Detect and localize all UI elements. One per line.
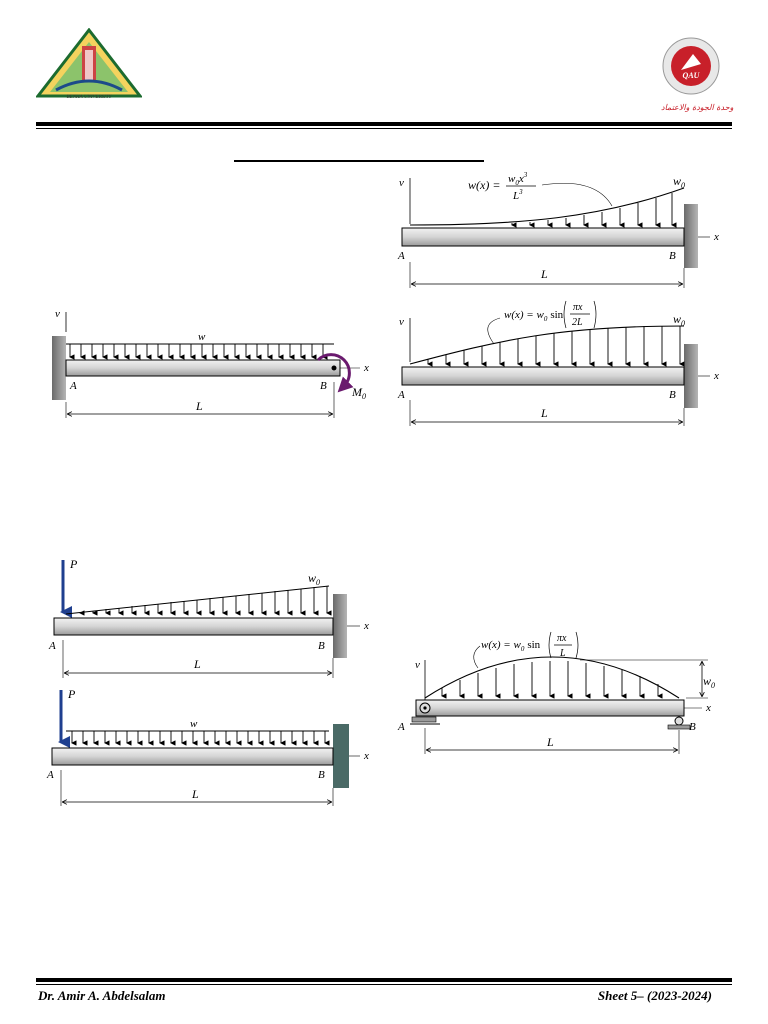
- fixed-support-wall: [52, 336, 66, 400]
- point-a-label: A: [46, 769, 54, 781]
- sine-load-arrows: [427, 326, 685, 367]
- uniform-load-arrows: [69, 344, 328, 360]
- w0-label: w0: [703, 674, 715, 690]
- point-b-label: B: [318, 769, 325, 781]
- point-load-label: P: [67, 687, 76, 701]
- load-curve: [409, 325, 685, 365]
- x-axis-label: x: [363, 362, 369, 374]
- fixed-support-wall: [333, 724, 349, 788]
- point-b-label: B: [689, 721, 696, 733]
- length-label: L: [195, 399, 203, 413]
- header-rule-thin: [36, 128, 732, 129]
- equation-leader: [541, 182, 613, 207]
- x-axis-label: x: [705, 702, 711, 714]
- fixed-support-wall: [684, 344, 698, 408]
- beam: [65, 359, 341, 377]
- length-label: L: [546, 735, 554, 749]
- equation-numerator: w0x3: [508, 171, 528, 187]
- v-axis-label: v: [55, 308, 60, 320]
- point-a-label: A: [397, 721, 405, 733]
- beam: [401, 227, 685, 247]
- pin-support: [410, 702, 440, 725]
- header-rule: [36, 122, 732, 126]
- cubic-load-arrows: [511, 193, 677, 228]
- equation-denominator: 2L: [572, 317, 583, 328]
- w-label: w: [190, 718, 198, 730]
- x-axis-label: x: [363, 750, 369, 762]
- triangular-load-arrows: [79, 586, 332, 616]
- load-curve: [65, 585, 330, 615]
- footer-author: Dr. Amir A. Abdelsalam: [38, 988, 166, 1003]
- fixed-support-wall: [684, 204, 698, 268]
- point-a-label: A: [397, 389, 405, 401]
- sine-load-arrows: [441, 661, 663, 699]
- beam: [51, 747, 334, 766]
- qau-arabic-text: وحدة الجودة والاعتماد: [661, 103, 734, 112]
- v-axis-label: v: [415, 659, 420, 671]
- load-curve: [424, 656, 680, 699]
- w0-label: w0: [673, 312, 685, 328]
- x-axis-label: x: [713, 370, 719, 382]
- moment-label: M0: [351, 385, 366, 401]
- x-axis-label: x: [363, 620, 369, 632]
- beam: [415, 699, 685, 717]
- moment-arc: [316, 353, 354, 393]
- point-a-label: A: [69, 380, 77, 392]
- equation-numerator: πx: [557, 633, 567, 644]
- beam: [53, 617, 334, 636]
- beam: [401, 366, 685, 386]
- point-b-label: B: [320, 380, 327, 392]
- load-curve: [409, 187, 685, 226]
- footer-rule: [36, 978, 732, 982]
- equation-leader: [487, 317, 501, 345]
- w-label: w: [198, 331, 206, 343]
- point-b-label: B: [669, 250, 676, 262]
- title-underline: [234, 160, 484, 162]
- equation-denominator: L: [559, 648, 566, 659]
- uniform-load-arrows: [71, 731, 330, 746]
- length-label: L: [540, 267, 548, 281]
- length-label: L: [193, 657, 201, 671]
- logo-left-text: BENHA UNIVERSITY: [67, 95, 113, 100]
- footer-sheet: Sheet 5– (2023-2024): [597, 988, 712, 1003]
- roller-support: [667, 716, 691, 730]
- equation-denominator: L3: [512, 188, 523, 202]
- w0-label: w0: [673, 174, 685, 190]
- qau-text: QAU: [683, 71, 701, 80]
- equation-leader: [473, 645, 481, 669]
- university-logo: BENHA UNIVERSITY: [36, 28, 142, 100]
- footer-rule-thin: [36, 984, 732, 985]
- load-equation: w(x) =: [468, 178, 500, 192]
- figure-5-point-and-uniform-load: P w: [46, 687, 369, 806]
- v-axis-label: v: [399, 177, 404, 189]
- v-axis-label: v: [399, 316, 404, 328]
- fixed-support-wall: [333, 594, 347, 658]
- point-b-label: B: [669, 389, 676, 401]
- equation-numerator: πx: [573, 302, 583, 313]
- qau-logo: QAU وحدة الجودة والاعتماد: [661, 37, 734, 112]
- point-b-label: B: [318, 640, 325, 652]
- point-a-label: A: [397, 250, 405, 262]
- w0-label: w0: [308, 571, 320, 587]
- length-label: L: [540, 406, 548, 420]
- figure-1-cantilever-uniform-load: v w: [52, 308, 369, 418]
- length-label: L: [191, 787, 199, 801]
- figure-4-point-and-triangular-load: P w0 x A B: [48, 557, 369, 678]
- point-load-label: P: [69, 557, 78, 571]
- figure-2-cubic-load: v w(x) = w0x3 L3 w0 x A B L: [397, 171, 719, 288]
- x-axis-label: x: [713, 231, 719, 243]
- point-a-label: A: [48, 640, 56, 652]
